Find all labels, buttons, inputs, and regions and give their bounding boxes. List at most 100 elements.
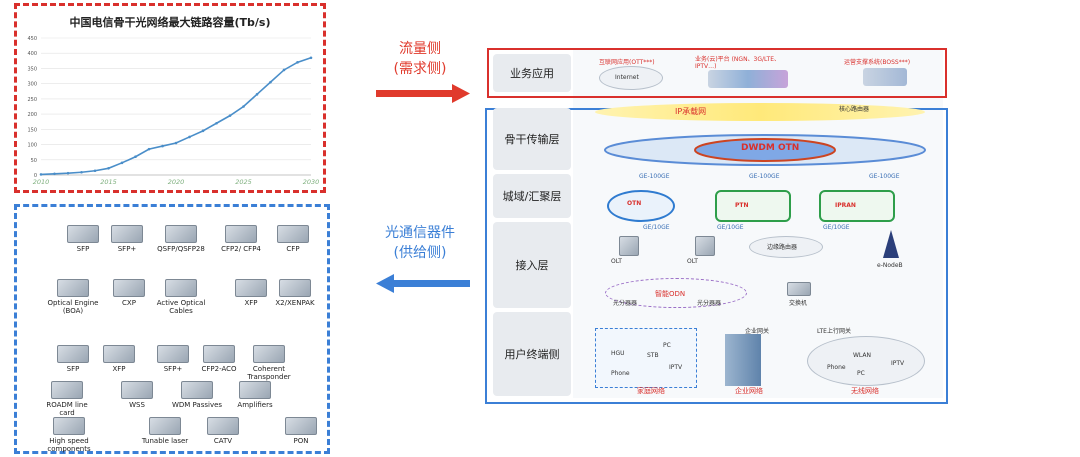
component-label: WSS — [129, 401, 145, 409]
ge-mid-label: GE-100GE — [749, 173, 780, 180]
component-label: CFP2/ CFP4 — [221, 245, 261, 253]
metro-ipran-ring — [819, 190, 895, 222]
component-image — [111, 225, 143, 243]
olt-label-2: OLT — [687, 258, 698, 265]
component-image — [235, 279, 267, 297]
component-image — [157, 345, 189, 363]
otn-ring — [604, 134, 926, 166]
component-image — [53, 417, 85, 435]
phone-label-1: Phone — [611, 370, 630, 377]
arrow-left-icon — [376, 274, 470, 293]
y-tick-label: 150 — [27, 127, 37, 133]
component-image — [279, 279, 311, 297]
component-image — [253, 345, 285, 363]
metro-otn-ring — [607, 190, 675, 222]
ge-left-label: GE-100GE — [639, 173, 670, 180]
home-network-box — [595, 328, 697, 388]
layer-service: 业务应用 — [493, 54, 571, 92]
component-label: WDM Passives — [171, 401, 223, 409]
component-label: High speed components — [47, 437, 91, 453]
component-image — [277, 225, 309, 243]
x-tick-label: 2020 — [168, 178, 185, 186]
data-point — [39, 173, 43, 176]
component-image — [67, 225, 99, 243]
data-point — [188, 135, 191, 139]
demand-label-line1: 流量侧 — [399, 41, 441, 57]
y-tick-label: 100 — [27, 143, 37, 149]
component-label: XFP — [112, 365, 126, 373]
ge-right-label: GE-100GE — [869, 173, 900, 180]
component-image — [121, 381, 153, 399]
arrow-right-icon — [376, 84, 470, 103]
metro-ipran-label: IPRAN — [835, 202, 856, 209]
switch-label: 交换机 — [789, 300, 808, 307]
component-label: Optical Engine (BOA) — [47, 299, 99, 315]
y-tick-label: 250 — [27, 97, 37, 103]
supply-label-line1: 光通信器件 — [385, 225, 455, 241]
edge-router-cloud — [749, 236, 823, 258]
data-point — [66, 171, 70, 175]
wireless-network-label: 无线网络 — [851, 387, 879, 395]
data-point — [93, 169, 97, 173]
internet-cloud — [599, 66, 663, 90]
component-image — [165, 279, 197, 297]
supply-side-label: 光通信器件 (供给侧) — [370, 222, 470, 262]
component-label: SFP+ — [117, 245, 137, 253]
supply-label-line2: (供给侧) — [393, 245, 447, 261]
x-tick-label: 2025 — [235, 178, 252, 186]
pc-label-1: PC — [663, 342, 671, 349]
support-servers — [863, 68, 907, 86]
data-point — [215, 121, 218, 125]
internet-label: Internet — [615, 74, 639, 81]
platform-servers — [708, 70, 788, 88]
data-point — [296, 61, 299, 64]
metro-otn-label: OTN — [627, 200, 642, 207]
data-point — [80, 170, 83, 174]
olt-device-1 — [619, 236, 639, 256]
capacity-series-line — [40, 57, 312, 176]
component-label: SFP — [66, 365, 80, 373]
metro-ptn-label: PTN — [735, 202, 749, 209]
enterprise-network-label: 企业网络 — [735, 387, 763, 395]
component-image — [113, 279, 145, 297]
component-image — [57, 279, 89, 297]
service-frame — [487, 48, 947, 98]
odn-ellipse — [605, 278, 747, 308]
lte-gateway-label: LTE上行网关 — [817, 328, 851, 335]
support-title: 运营支撑系统(BOSS***) — [844, 59, 911, 66]
component-label: SFP+ — [163, 365, 183, 373]
component-image — [181, 381, 213, 399]
internet-app-title: 互联网应用(OTT***) — [599, 59, 655, 66]
antenna-icon — [883, 230, 899, 258]
component-label: SFP — [76, 245, 90, 253]
ge10-label-1: GE/10GE — [643, 224, 670, 231]
hgu-label: HGU — [611, 350, 625, 357]
metro-ptn-ring — [715, 190, 791, 222]
component-image — [225, 225, 257, 243]
switch-device — [787, 282, 811, 296]
demand-label-line2: (需求侧) — [393, 61, 447, 77]
component-label: QSFP/QSFP28 — [157, 245, 205, 253]
otn-label: DWDM OTN — [741, 143, 800, 153]
data-point — [120, 161, 124, 165]
network-diagram: 业务应用 骨干传输层 城域/汇聚层 接入层 用户终端侧 互联网应用(OTT***… — [483, 46, 948, 406]
data-point — [282, 68, 286, 72]
data-point — [201, 129, 205, 133]
ge10-label-3: GE/10GE — [823, 224, 850, 231]
layer-terminal: 用户终端侧 — [493, 312, 571, 396]
component-label: PON — [293, 437, 309, 445]
layer-backbone: 骨干传输层 — [493, 108, 571, 170]
component-label: CFP2-ACO — [201, 365, 237, 373]
component-label: CATV — [213, 437, 233, 445]
x-tick-label: 2010 — [33, 178, 50, 186]
component-image — [207, 417, 239, 435]
wlan-label: WLAN — [853, 352, 872, 359]
component-image — [203, 345, 235, 363]
layer-metro: 城域/汇聚层 — [493, 174, 571, 218]
data-point — [147, 147, 151, 151]
enterprise-building — [725, 334, 761, 386]
component-label: XFP — [244, 299, 258, 307]
component-label: Amplifiers — [237, 401, 273, 409]
